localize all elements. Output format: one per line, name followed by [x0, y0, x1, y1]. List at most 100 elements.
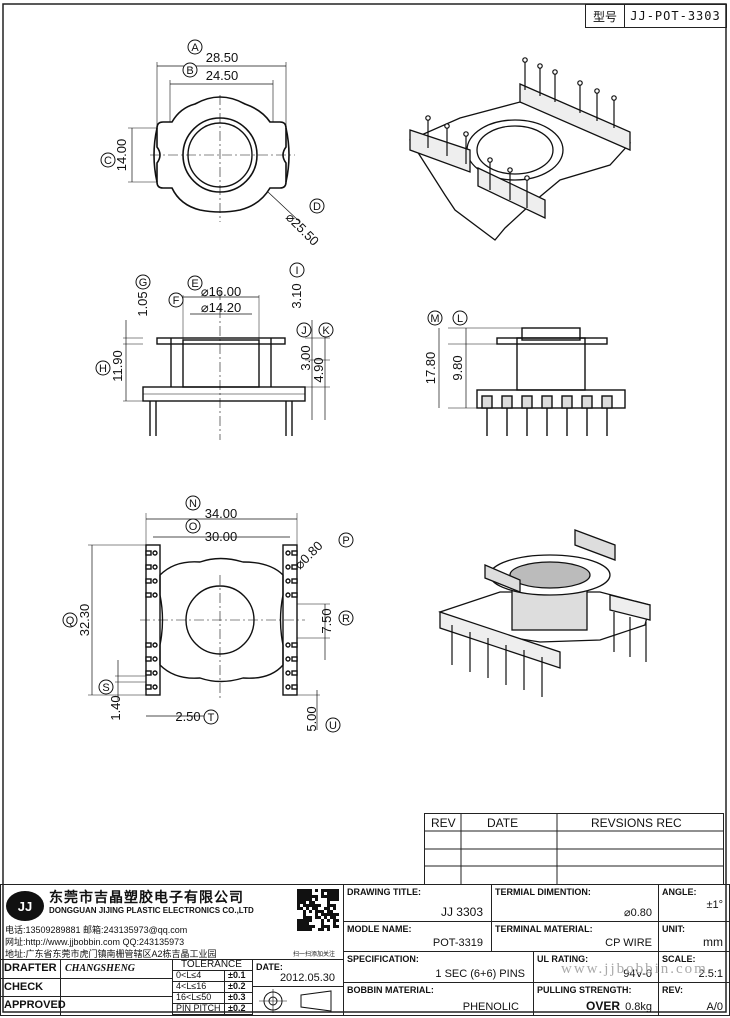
dim-M: 17.80 — [423, 352, 438, 385]
svg-text:G: G — [139, 277, 148, 289]
svg-text:I: I — [295, 265, 298, 277]
bobbin-material-cell: BOBBIN MATERIAL:PHENOLIC — [344, 983, 534, 1015]
drawing-title-cell: DRAWING TITLE:JJ 3303 — [344, 885, 492, 922]
dim-Q: 32.30 — [77, 604, 92, 637]
dim-S: 1.40 — [108, 695, 123, 720]
terminal-dimension-cell: TERMIAL DIMENTION:⌀0.80 — [492, 885, 659, 922]
date-header: DATE — [487, 816, 519, 830]
callout-h: H — [95, 360, 111, 376]
svg-text:D: D — [313, 201, 321, 213]
specification-cell: SPECIFICATION:1 SEC (6+6) PINS — [344, 952, 534, 983]
model-type-box: 型号 JJ-POT-3303 — [585, 4, 727, 28]
dim-D: ⌀25.50 — [283, 210, 322, 249]
side-view-labels: 17.80 9.80 — [423, 352, 465, 385]
svg-text:R: R — [342, 613, 350, 625]
dim-I: 3.10 — [289, 283, 304, 308]
svg-text:F: F — [173, 295, 180, 307]
company-address: 地址:广东省东莞市虎门镇南栅管辖区A2栋吉晶工业园 — [5, 949, 217, 959]
svg-text:JJ: JJ — [18, 899, 32, 914]
company-name-en: DONGGUAN JIJING PLASTIC ELECTRONICS CO.,… — [49, 906, 254, 915]
callout-r: R — [338, 610, 354, 626]
svg-text:N: N — [189, 498, 197, 510]
callout-d: D — [309, 198, 325, 214]
terminal-material-cell: TERMINAL MATERIAL:CP WIRE — [492, 922, 659, 952]
revisions-header: REVSIONS REC — [591, 816, 682, 830]
callout-q: Q — [62, 612, 78, 628]
svg-text:M: M — [430, 313, 439, 325]
callout-t: T — [203, 709, 219, 725]
tolerance-value: ±0.2 — [225, 1003, 253, 1015]
callout-o: O — [185, 518, 201, 534]
callout-j: J — [296, 322, 312, 338]
qr-caption: 扫一扫添加关注 — [293, 952, 336, 958]
sheet-border — [2, 3, 727, 1013]
dim-F: ⌀14.20 — [201, 300, 241, 315]
tolerance-range: PIN PITCH — [173, 1003, 225, 1015]
dim-P: ⌀0.80 — [292, 538, 326, 572]
model-name-cell: MODLE NAME:POT-3319 — [344, 922, 492, 952]
callout-c: C — [100, 152, 116, 168]
svg-text:P: P — [342, 535, 349, 547]
svg-text:E: E — [191, 278, 198, 290]
type-label: 型号 — [586, 5, 625, 27]
drafter-value-cell: CHANGSHENG — [61, 960, 173, 979]
svg-text:C: C — [104, 155, 112, 167]
projection-symbol-cell — [253, 987, 344, 1015]
svg-text:H: H — [99, 363, 107, 375]
svg-text:U: U — [329, 720, 337, 732]
callout-u: U — [325, 717, 341, 733]
company-tel: 电话:13509289881 邮箱:243135973@qq.com — [5, 925, 188, 935]
dim-N: 34.00 — [205, 506, 238, 521]
bottom-view — [88, 513, 330, 730]
approved-value-cell — [61, 997, 173, 1015]
dim-E: ⌀16.00 — [201, 284, 241, 299]
tolerance-value: ±0.2 — [225, 981, 253, 993]
tolerance-range: 16<L≤50 — [173, 992, 225, 1004]
watermark: www.jjbobbin.com — [561, 961, 708, 977]
tolerance-header: TOLERANCE — [173, 959, 253, 971]
svg-text:O: O — [189, 521, 198, 533]
svg-text:T: T — [208, 712, 215, 724]
dim-L: 9.80 — [450, 355, 465, 380]
angle-cell: ANGLE:±1° — [659, 885, 729, 922]
callout-a: A — [187, 39, 203, 55]
dim-U: 5.00 — [304, 706, 319, 731]
tolerance-range: 4<L≤16 — [173, 981, 225, 993]
dim-H: 11.90 — [110, 350, 125, 382]
callout-p: P — [338, 532, 354, 548]
rev-header: REV — [431, 816, 456, 830]
approved-label-cell: APPROVED — [1, 997, 66, 1015]
bottom-view-labels: 34.00 30.00 ⌀0.80 32.30 7.50 1.40 2.50 5… — [77, 506, 334, 732]
svg-text:A: A — [191, 42, 199, 54]
callout-b: B — [182, 62, 198, 78]
iso-view-top — [409, 57, 632, 241]
dim-R: 7.50 — [319, 608, 334, 633]
callout-k: K — [318, 322, 334, 338]
company-web: 网址:http://www.jjbobbin.com QQ:243135973 — [5, 937, 185, 947]
callout-i: I — [289, 262, 305, 278]
qr-code — [297, 889, 339, 931]
svg-text:K: K — [322, 325, 330, 337]
front-view-labels: ⌀16.00 ⌀14.20 1.05 11.90 3.10 3.00 4.90 — [110, 283, 326, 382]
projection-icon — [259, 989, 332, 1013]
company-panel: JJ 东莞市吉晶塑胶电子有限公司 DONGGUAN JIJING PLASTIC… — [1, 885, 344, 960]
callout-n: N — [185, 495, 201, 511]
date-cell: DATE: 2012.05.30 — [253, 960, 344, 987]
drafter-label-cell: DRAFTER — [1, 960, 61, 979]
dim-J: 3.00 — [298, 345, 313, 370]
tolerance-value: ±0.1 — [225, 970, 253, 982]
callout-g: G — [135, 274, 151, 290]
rev-cell: REV:A/0 — [662, 985, 723, 1013]
dim-B: 24.50 — [206, 68, 239, 83]
top-view — [128, 62, 301, 223]
svg-text:S: S — [102, 682, 109, 694]
revision-table: REV DATE REVSIONS REC — [424, 813, 724, 885]
svg-text:J: J — [301, 325, 307, 337]
unit-cell: UNIT:mm — [659, 922, 729, 952]
type-value: JJ-POT-3303 — [630, 9, 721, 23]
dim-K: 4.90 — [311, 357, 326, 382]
title-block: JJ 东莞市吉晶塑胶电子有限公司 DONGGUAN JIJING PLASTIC… — [0, 884, 730, 1016]
